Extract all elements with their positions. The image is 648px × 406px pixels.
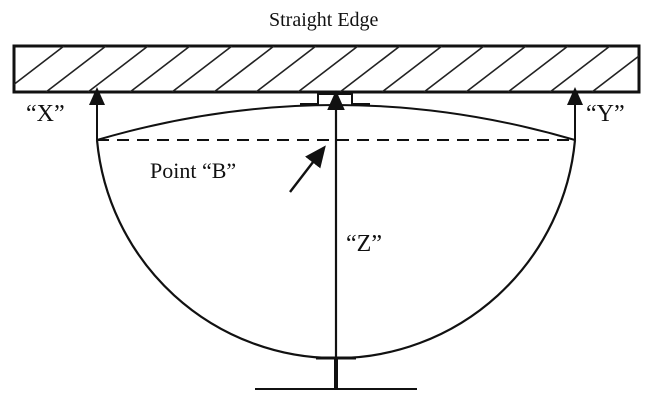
hatch-lines xyxy=(14,46,639,92)
straight-edge-outline xyxy=(12,44,641,94)
point-x-label: “X” xyxy=(26,101,65,127)
point-y-label: “Y” xyxy=(586,101,625,127)
point-b-label: Point “B” xyxy=(150,158,237,183)
straight-edge-bar xyxy=(12,44,641,94)
dimension-z-label: “Z” xyxy=(346,231,382,257)
point-b-arrow xyxy=(289,145,326,193)
straight-edge-label: Straight Edge xyxy=(269,9,379,31)
